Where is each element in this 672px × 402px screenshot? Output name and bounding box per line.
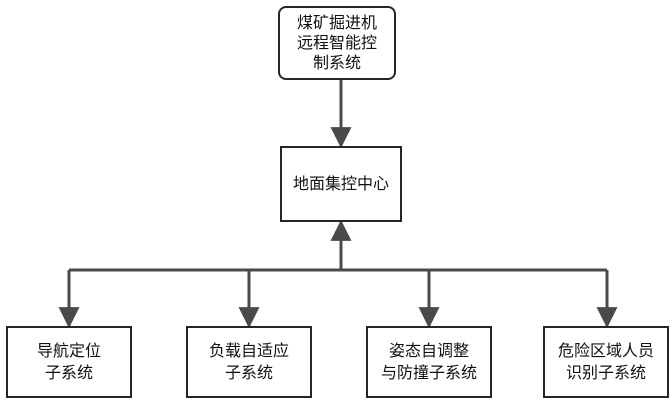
- attitude-adjustment-label: 姿态自调整 与防撞子系统: [380, 341, 477, 382]
- ground-control-center-node: 地面集控中心: [280, 146, 402, 222]
- load-adaptive-label: 负载自适应 子系统: [208, 341, 289, 382]
- navigation-positioning-label: 导航定位 子系统: [36, 341, 101, 382]
- load-adaptive-node: 负载自适应 子系统: [186, 326, 312, 398]
- attitude-adjustment-node: 姿态自调整 与防撞子系统: [366, 326, 492, 398]
- danger-zone-personnel-node: 危险区域人员 识别子系统: [543, 326, 669, 398]
- ground-control-center-label: 地面集控中心: [292, 174, 389, 193]
- navigation-positioning-node: 导航定位 子系统: [6, 326, 132, 398]
- danger-zone-personnel-label: 危险区域人员 识别子系统: [557, 341, 654, 382]
- remote-control-system-node: 煤矿掘进机 远程智能控 制系统: [278, 6, 396, 80]
- remote-control-system-label: 煤矿掘进机 远程智能控 制系统: [296, 13, 377, 72]
